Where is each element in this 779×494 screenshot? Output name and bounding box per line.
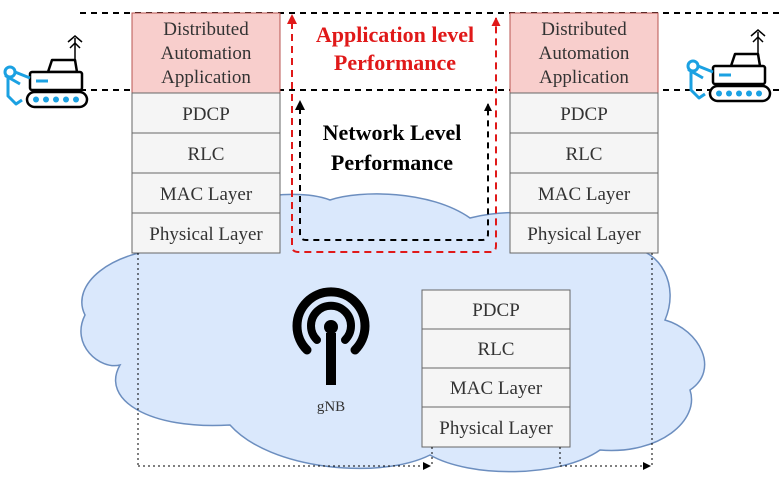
- excavator-icon: [686, 29, 772, 103]
- app-perf-left-arrowhead: [287, 14, 297, 24]
- gnb-label: gNB: [317, 399, 345, 415]
- excavator-icon: [3, 35, 89, 109]
- app-perf-label-line-1: Application level: [316, 22, 474, 47]
- gnb-mac-label: MAC Layer: [450, 378, 543, 399]
- left-mac-box: [131, 172, 281, 214]
- right-phy-box: [509, 212, 659, 254]
- left-rlc-box: [131, 132, 281, 174]
- right-mac-label: MAC Layer: [538, 184, 631, 205]
- right-phy-label: Physical Layer: [527, 224, 641, 245]
- right-rlc-label: RLC: [566, 144, 603, 165]
- gnb-rlc-label: RLC: [478, 339, 515, 360]
- right-mac-box: [509, 172, 659, 214]
- app-perf-label-line-2: Performance: [334, 50, 456, 75]
- net-perf-label-line-1: Network Level: [323, 120, 462, 145]
- left-rlc-label: RLC: [188, 144, 225, 165]
- right-app-line-3: Application: [539, 67, 629, 88]
- right-pdcp-box: [509, 92, 659, 134]
- left-protocol-stack: Distributed Automation Application PDCP …: [131, 12, 281, 254]
- left-mac-label: MAC Layer: [160, 184, 253, 205]
- gnb-phy-box: [421, 406, 571, 448]
- left-app-line-1: Distributed: [163, 19, 249, 40]
- antenna-icon: [292, 287, 370, 385]
- gnb-rlc-box: [421, 328, 571, 369]
- app-perf-loop-arrow: [291, 17, 501, 253]
- right-rlc-box: [509, 132, 659, 174]
- left-app-line-2: Automation: [161, 43, 252, 64]
- gnb-protocol-stack: PDCP RLC MAC Layer Physical Layer: [421, 289, 571, 448]
- left-app-line-3: Application: [161, 67, 251, 88]
- left-pdcp-label: PDCP: [182, 104, 230, 125]
- left-phy-label: Physical Layer: [149, 224, 263, 245]
- net-perf-label-line-2: Performance: [331, 150, 453, 175]
- net-perf-left-arrowhead: [295, 100, 305, 110]
- gnb-pdcp-label: PDCP: [472, 300, 520, 321]
- gnb-pdcp-box: [421, 289, 571, 330]
- right-protocol-stack: Distributed Automation Application PDCP …: [509, 12, 659, 254]
- gnb-phy-label: Physical Layer: [439, 418, 553, 439]
- physical-path-arrows: [137, 253, 653, 470]
- right-app-box: [509, 12, 659, 94]
- right-pdcp-label: PDCP: [560, 104, 608, 125]
- gnb-mac-box: [421, 367, 571, 408]
- right-app-line-2: Automation: [539, 43, 630, 64]
- net-perf-loop-arrow: [299, 103, 492, 241]
- left-phy-box: [131, 212, 281, 254]
- left-app-box: [131, 12, 281, 94]
- right-app-line-1: Distributed: [541, 19, 627, 40]
